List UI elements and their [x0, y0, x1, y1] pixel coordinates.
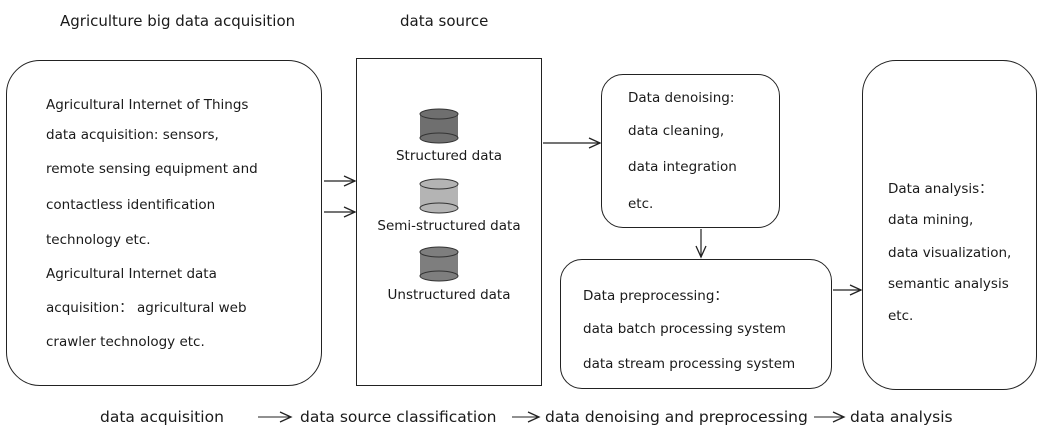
analysis-line: data mining, [888, 212, 974, 228]
database-cylinder-icon [419, 178, 459, 214]
analysis-box [862, 60, 1037, 390]
flow-step-analysis: data analysis [850, 408, 953, 426]
data-source-box [356, 58, 542, 386]
database-cylinder-icon [419, 246, 459, 282]
semi-structured-data-label: Semi-structured data [377, 218, 521, 234]
preprocessing-line: data stream processing system [583, 356, 796, 372]
acquisition-header: Agriculture big data acquisition [60, 12, 296, 30]
denoising-line: Data denoising: [628, 90, 735, 106]
analysis-line: etc. [888, 308, 914, 324]
preprocessing-line: Data preprocessing： [583, 288, 728, 304]
analysis-line: Data analysis： [888, 181, 993, 197]
acquisition-line: crawler technology etc. [46, 334, 205, 350]
source-header: data source [400, 12, 489, 30]
database-cylinder-icon [419, 108, 459, 144]
denoising-line: data integration [628, 159, 737, 175]
flow-step-source-classification: data source classification [300, 408, 497, 426]
denoising-box [601, 74, 780, 228]
acquisition-line: technology etc. [46, 232, 151, 248]
analysis-line: semantic analysis [888, 276, 1009, 292]
preprocessing-line: data batch processing system [583, 321, 786, 337]
acquisition-line: acquisition： agricultural web [46, 300, 247, 316]
acquisition-line: contactless identification [46, 197, 216, 213]
structured-data-label: Structured data [395, 148, 503, 164]
acquisition-line: data acquisition: sensors, [46, 127, 219, 143]
flow-step-denoising-preprocessing: data denoising and preprocessing [545, 408, 808, 426]
preprocessing-box [560, 259, 832, 389]
analysis-line: data visualization, [888, 245, 1012, 261]
acquisition-line: remote sensing equipment and [46, 161, 258, 177]
denoising-line: etc. [628, 196, 654, 212]
denoising-line: data cleaning, [628, 123, 725, 139]
acquisition-box [6, 60, 322, 386]
unstructured-data-label: Unstructured data [387, 287, 511, 303]
flow-step-acquisition: data acquisition [100, 408, 224, 426]
acquisition-line: Agricultural Internet of Things [46, 97, 249, 113]
acquisition-line: Agricultural Internet data [46, 266, 217, 282]
